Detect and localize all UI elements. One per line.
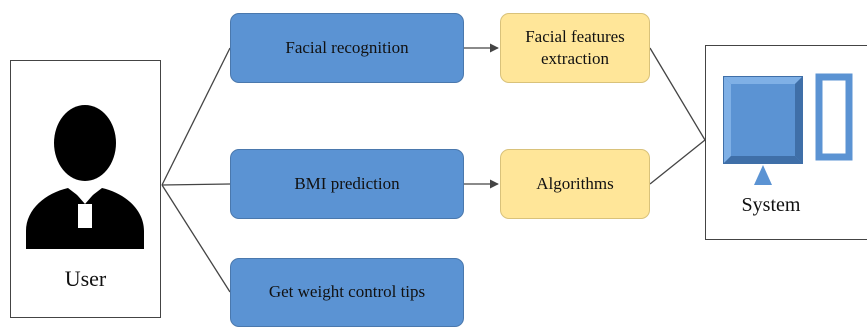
computer-icon xyxy=(723,73,853,185)
connector-algorithms-to-system xyxy=(649,139,706,185)
facial-recognition-box: Facial recognition xyxy=(230,13,464,83)
feature-extraction-box: Facial features extraction xyxy=(500,13,650,83)
bmi-prediction-label: BMI prediction xyxy=(294,173,400,193)
connector-user-to-weight-tips xyxy=(161,184,231,293)
system-label: System xyxy=(741,194,801,216)
system-panel: System xyxy=(705,45,867,240)
facial-recognition-label: Facial recognition xyxy=(285,37,409,57)
bmi-prediction-box: BMI prediction xyxy=(230,149,464,219)
algorithms-label: Algorithms xyxy=(536,173,614,193)
user-label: User xyxy=(64,266,107,291)
connector-user-to-bmi-prediction xyxy=(161,183,231,186)
algorithms-box: Algorithms xyxy=(500,149,650,219)
weight-tips-box: Get weight control tips xyxy=(230,258,464,327)
person-icon xyxy=(26,105,144,249)
connector-user-to-facial-recognition xyxy=(161,47,231,186)
weight-tips-label: Get weight control tips xyxy=(268,282,426,302)
user-panel: User xyxy=(10,60,161,318)
feature-extraction-label: Facial features extraction xyxy=(525,26,625,68)
connector-extraction-to-system xyxy=(649,47,706,141)
